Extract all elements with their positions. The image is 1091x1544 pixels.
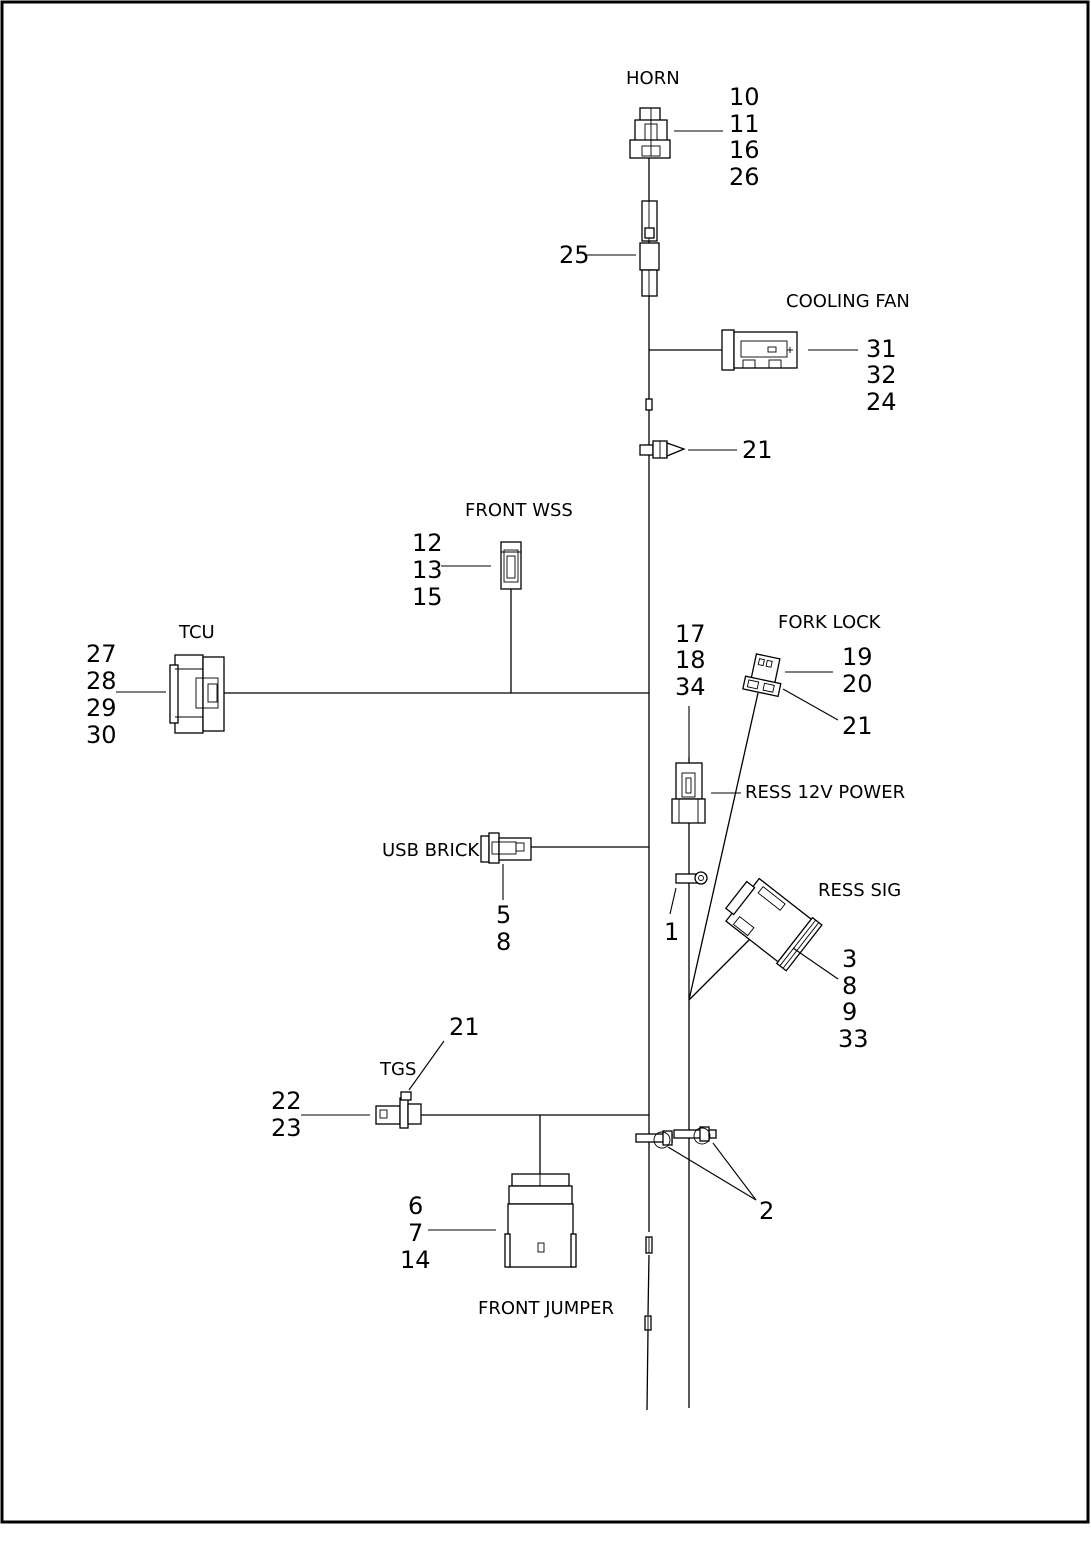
svg-text:8: 8: [842, 972, 857, 1000]
harness-wires: [224, 158, 759, 1411]
fork-lock-callouts: 19 20: [842, 643, 873, 698]
svg-text:18: 18: [675, 646, 706, 674]
fork-lock-clip-callout: 21: [842, 712, 873, 740]
svg-text:27: 27: [86, 640, 117, 668]
cooling-fan-label: COOLING FAN: [786, 291, 910, 312]
svg-text:20: 20: [842, 670, 873, 698]
tgs-clip-callout: 21: [449, 1013, 480, 1041]
ress-sig-label: RESS SIG: [818, 880, 901, 901]
ress-sig-connector[interactable]: [718, 872, 823, 972]
ress-sig-callouts: 3 8 9 33: [838, 945, 869, 1053]
fork-lock-label: FORK LOCK: [778, 612, 882, 633]
svg-text:29: 29: [86, 694, 117, 722]
fork-lock-connector[interactable]: [742, 653, 786, 698]
svg-text:34: 34: [675, 673, 706, 701]
svg-text:22: 22: [271, 1087, 302, 1115]
front-jumper-label: FRONT JUMPER: [478, 1298, 614, 1319]
svg-text:7: 7: [408, 1219, 423, 1247]
svg-text:17: 17: [675, 620, 706, 648]
front-jumper-connector[interactable]: [504, 1173, 577, 1268]
svg-text:3: 3: [842, 945, 857, 973]
ring-terminal-callout: 1: [664, 918, 679, 946]
svg-text:26: 26: [729, 163, 760, 191]
splice-lower: [644, 1236, 653, 1331]
svg-text:13: 13: [412, 556, 443, 584]
svg-text:14: 14: [400, 1246, 431, 1274]
svg-text:31: 31: [866, 335, 897, 363]
splice-upper: [645, 398, 653, 411]
svg-text:10: 10: [729, 83, 760, 111]
horn-connector[interactable]: [629, 107, 671, 159]
ress-12v-power-label: RESS 12V POWER: [745, 782, 905, 803]
push-clip-upper[interactable]: [639, 440, 686, 459]
tcu-connector[interactable]: [169, 654, 225, 734]
tgs-connector[interactable]: [375, 1091, 422, 1129]
usb-brick-callouts: 5 8: [496, 901, 511, 956]
tgs-label: TGS: [379, 1059, 416, 1080]
ring-terminal[interactable]: [675, 871, 708, 885]
cooling-fan-callouts: 31 32 24: [866, 335, 897, 416]
svg-text:32: 32: [866, 361, 897, 389]
svg-text:24: 24: [866, 388, 897, 416]
front-wss-label: FRONT WSS: [465, 500, 573, 521]
svg-text:9: 9: [842, 998, 857, 1026]
front-wss-callouts: 12 13 15: [412, 529, 443, 611]
svg-text:33: 33: [838, 1025, 869, 1053]
tcu-label: TCU: [178, 622, 215, 643]
front-wss-connector[interactable]: [500, 541, 522, 590]
cable-strap-left[interactable]: [635, 1130, 673, 1149]
tcu-callouts: 27 28 29 30: [86, 640, 117, 749]
fuse-holder[interactable]: [639, 200, 660, 297]
svg-text:8: 8: [496, 928, 511, 956]
svg-text:15: 15: [412, 583, 443, 611]
horn-callouts: 10 11 16 26: [729, 83, 760, 191]
push-clip-upper-callout: 21: [742, 436, 773, 464]
horn-label: HORN: [626, 68, 680, 89]
svg-text:19: 19: [842, 643, 873, 671]
fuse-holder-callout: 25: [559, 241, 590, 269]
svg-text:30: 30: [86, 721, 117, 749]
svg-text:5: 5: [496, 901, 511, 929]
ress-12v-power-connector[interactable]: [671, 762, 706, 824]
svg-text:6: 6: [408, 1192, 423, 1220]
usb-brick-connector[interactable]: [480, 832, 532, 864]
usb-brick-label: USB BRICK: [382, 840, 480, 861]
svg-text:16: 16: [729, 136, 760, 164]
ress-12v-power-callouts: 17 18 34: [675, 620, 706, 701]
svg-text:11: 11: [729, 110, 760, 138]
svg-text:23: 23: [271, 1114, 302, 1142]
cable-straps-callout: 2: [759, 1197, 774, 1225]
cooling-fan-connector[interactable]: [721, 329, 798, 371]
tgs-callouts: 22 23: [271, 1087, 302, 1142]
front-jumper-callouts: 6 7 14: [400, 1192, 431, 1274]
cable-strap-right[interactable]: [673, 1126, 717, 1145]
svg-text:12: 12: [412, 529, 443, 557]
svg-text:28: 28: [86, 667, 117, 695]
